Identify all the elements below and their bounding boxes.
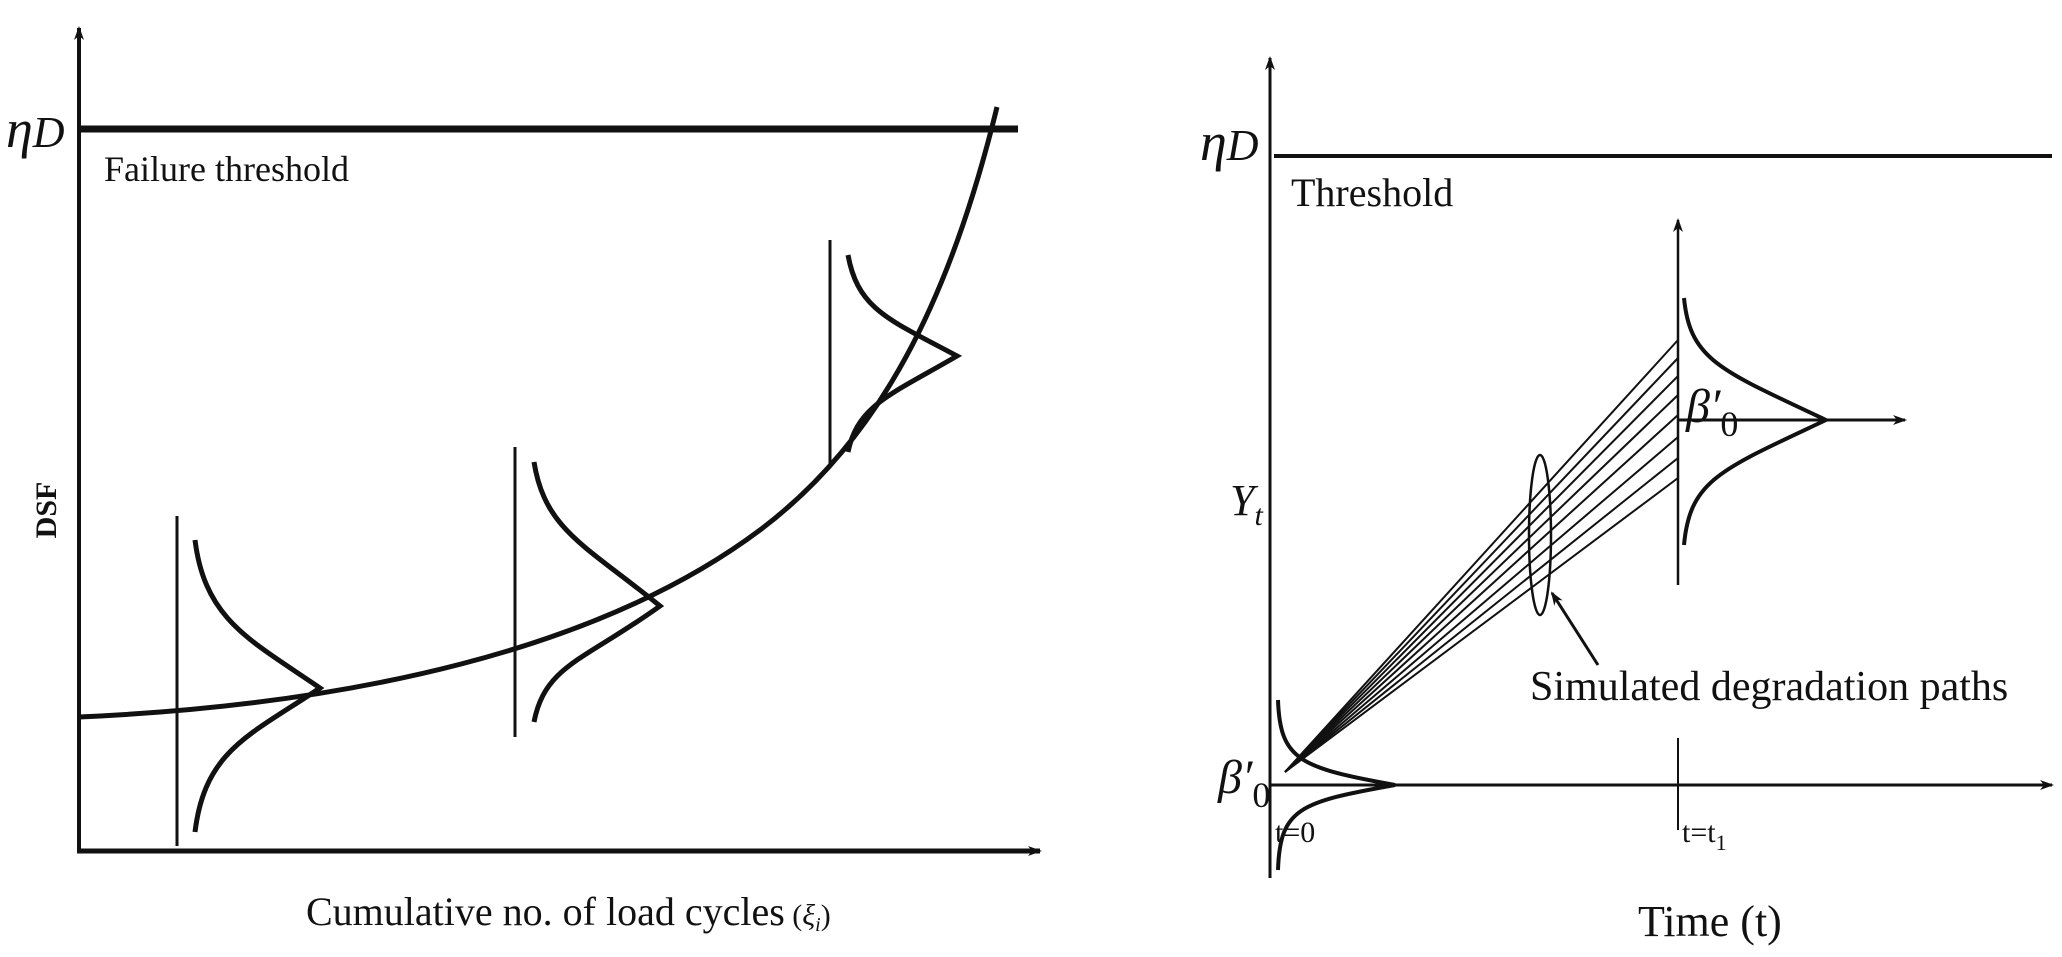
left-x-axis-label: Cumulative no. of load cycles (ξi) xyxy=(306,889,831,936)
degradation-path xyxy=(1284,477,1679,773)
right-threshold-symbol: ηD xyxy=(1200,112,1259,172)
right-annotation-arrow xyxy=(1550,591,1600,666)
right-x-axis-label: Time (t) xyxy=(1638,897,1782,946)
left-threshold-symbol: ηD xyxy=(6,99,65,159)
degradation-path xyxy=(1284,457,1679,773)
left-panel: ηD Failure threshold DSF Cumulative no. … xyxy=(6,26,1042,936)
left-y-axis-label: DSF xyxy=(30,482,63,539)
degradation-path xyxy=(1284,375,1679,773)
left-dist-3-curve xyxy=(845,254,963,453)
degradation-path xyxy=(1284,436,1679,773)
right-t1-label: t=t1 xyxy=(1682,816,1727,855)
degradation-path xyxy=(1284,357,1679,773)
degradation-path xyxy=(1284,414,1679,773)
left-dist-2-curve xyxy=(531,461,665,723)
left-dist-1-curve xyxy=(192,539,325,833)
right-degradation-paths xyxy=(1284,339,1679,773)
right-y-label: Yt xyxy=(1230,476,1263,532)
left-degradation-curve xyxy=(78,106,1000,720)
right-paths-ellipse xyxy=(1527,453,1553,617)
right-annotation-text: Simulated degradation paths xyxy=(1530,664,2008,710)
right-beta-t1-label: β′0 xyxy=(1685,380,1738,444)
right-origin-distribution xyxy=(1276,699,1396,871)
degradation-path xyxy=(1284,394,1679,773)
degradation-path xyxy=(1284,339,1679,773)
right-t1-distribution xyxy=(1682,297,1831,546)
right-beta-origin-label: β′0 xyxy=(1217,751,1270,815)
right-panel: ηD Threshold Yt β′0 β′0 xyxy=(1200,56,2054,946)
left-threshold-label: Failure threshold xyxy=(104,149,349,189)
right-t0-label: t=0 xyxy=(1275,816,1315,849)
right-threshold-label: Threshold xyxy=(1291,170,1453,215)
